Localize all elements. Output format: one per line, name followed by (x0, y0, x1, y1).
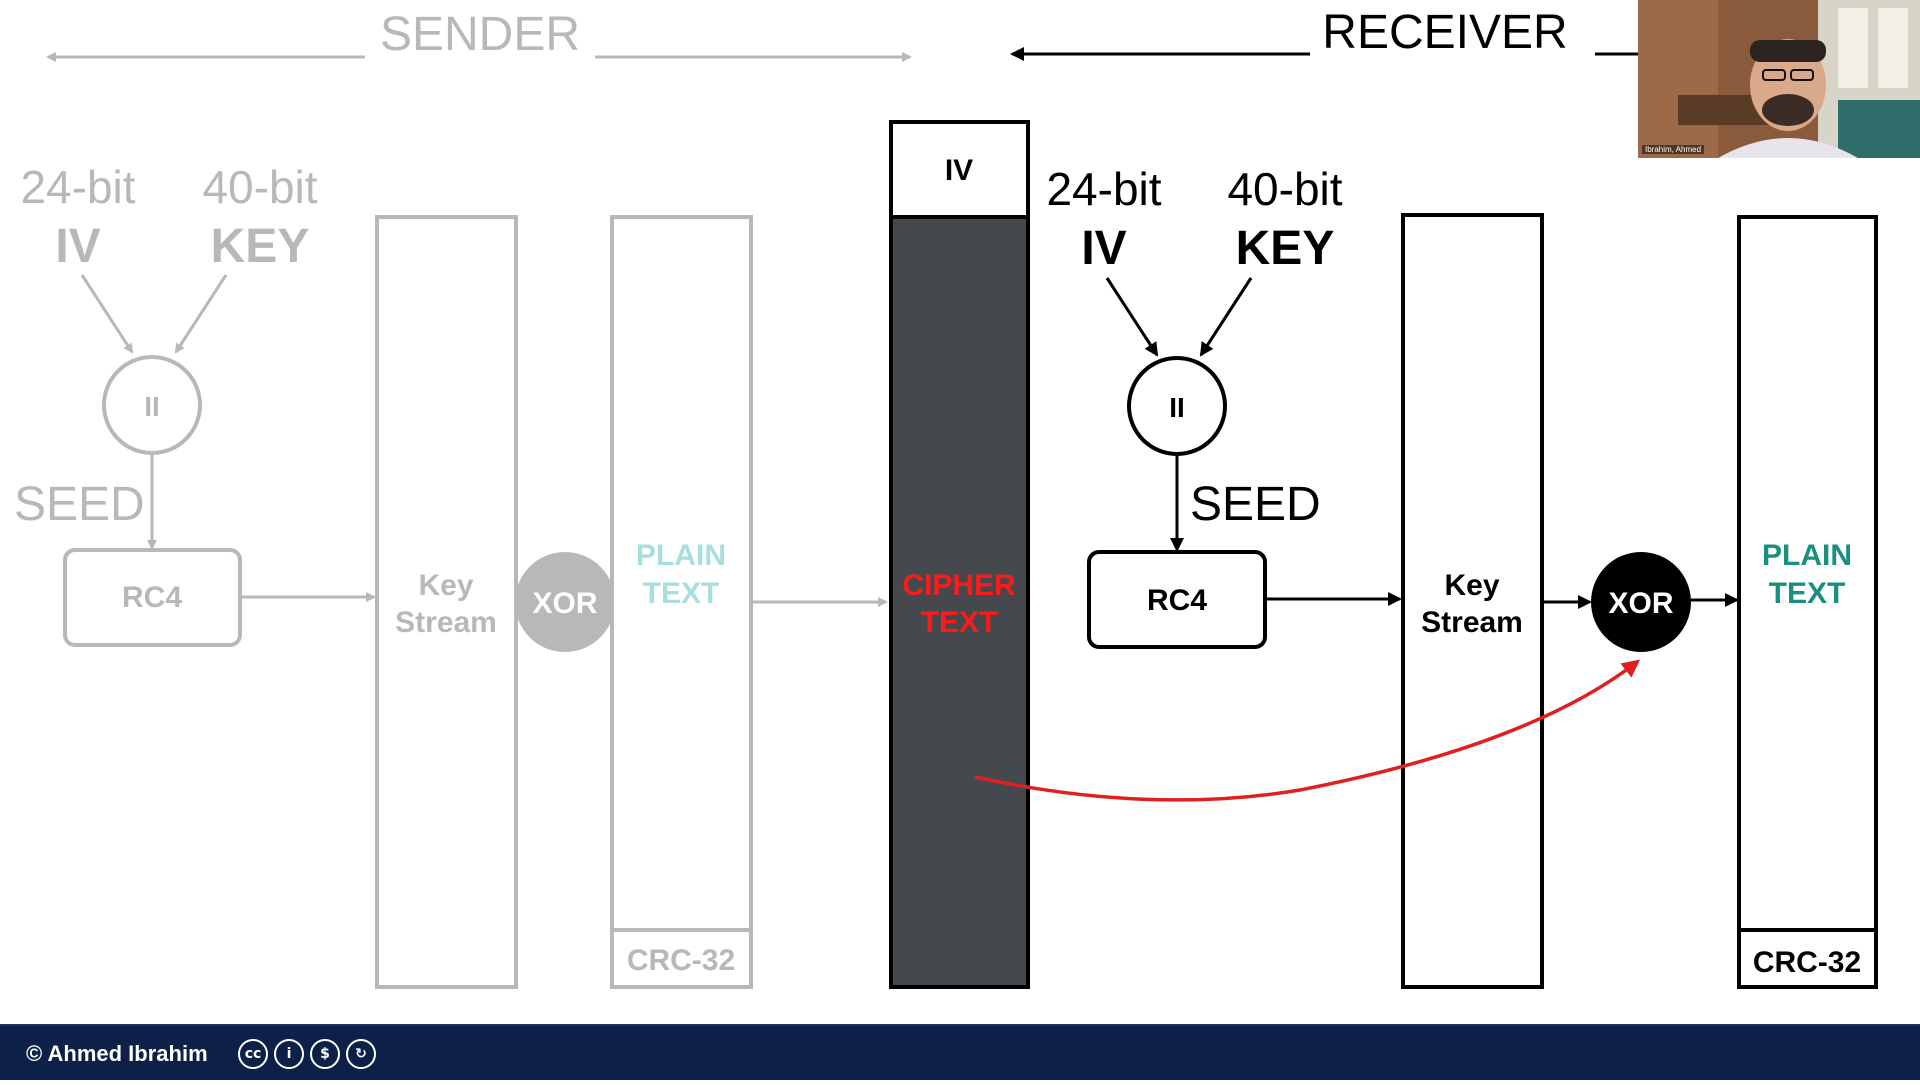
receiver-crc-label: CRC-32 (1753, 946, 1861, 979)
webcam-video: Ibrahim, Ahmed (1638, 0, 1920, 158)
receiver-key-label: KEY (1236, 222, 1335, 275)
ciphertext-label-1: CIPHER (902, 569, 1016, 602)
sender-key-bits: 40-bit (202, 161, 317, 213)
receiver-keystream-label-1: Key (1444, 569, 1499, 602)
ciphertext-label-2: TEXT (921, 606, 998, 639)
sender-keystream-label-1: Key (418, 569, 473, 602)
attribution-icon: i (274, 1039, 304, 1069)
noncommercial-icon: $ (310, 1039, 340, 1069)
sender-rc4-label: RC4 (122, 581, 182, 614)
sender-plaintext-label-1: PLAIN (636, 539, 726, 572)
sender-iv-arrow (82, 275, 132, 352)
receiver-rc4-label: RC4 (1147, 584, 1207, 617)
cc-icon: cc (238, 1039, 268, 1069)
receiver-iv-label: IV (1081, 222, 1126, 275)
copyright-text: © Ahmed Ibrahim (26, 1041, 208, 1067)
receiver-keystream-label-2: Stream (1421, 606, 1523, 639)
sender-xor-label: XOR (532, 587, 597, 620)
receiver-key-bits: 40-bit (1227, 163, 1342, 215)
receiver-plaintext-label-2: TEXT (1769, 577, 1846, 610)
sender-keystream-box (377, 217, 516, 987)
webcam-name-tag: Ibrahim, Ahmed (1642, 145, 1704, 154)
sender-keystream-label-2: Stream (395, 606, 497, 639)
receiver-label: RECEIVER (1322, 6, 1567, 59)
receiver-iv-bits: 24-bit (1046, 163, 1161, 215)
sender-key-label: KEY (211, 220, 310, 273)
sender-seed-label: SEED (14, 478, 145, 531)
sender-crc-label: CRC-32 (627, 944, 735, 977)
footer-bar: © Ahmed Ibrahim cci$↻ (0, 1024, 1920, 1080)
license-icons: cci$↻ (238, 1039, 382, 1069)
sender-key-arrow (176, 275, 226, 352)
receiver-seed-label: SEED (1190, 478, 1321, 531)
sender-label: SENDER (380, 8, 580, 61)
receiver-key-arrow (1201, 278, 1251, 355)
receiver-xor-label: XOR (1608, 587, 1673, 620)
webcam-frame (1638, 0, 1920, 158)
ciphertext-box (891, 217, 1028, 987)
sender-plaintext-label-2: TEXT (643, 577, 720, 610)
receiver-concat-label: II (1169, 392, 1185, 423)
sender-iv-bits: 24-bit (20, 161, 135, 213)
cipher-iv-label: IV (945, 154, 973, 187)
sender-iv-label: IV (55, 220, 100, 273)
receiver-plaintext-label-1: PLAIN (1762, 539, 1852, 572)
sharealike-icon: ↻ (346, 1039, 376, 1069)
sender-concat-label: II (144, 391, 160, 422)
receiver-iv-arrow (1107, 278, 1157, 355)
